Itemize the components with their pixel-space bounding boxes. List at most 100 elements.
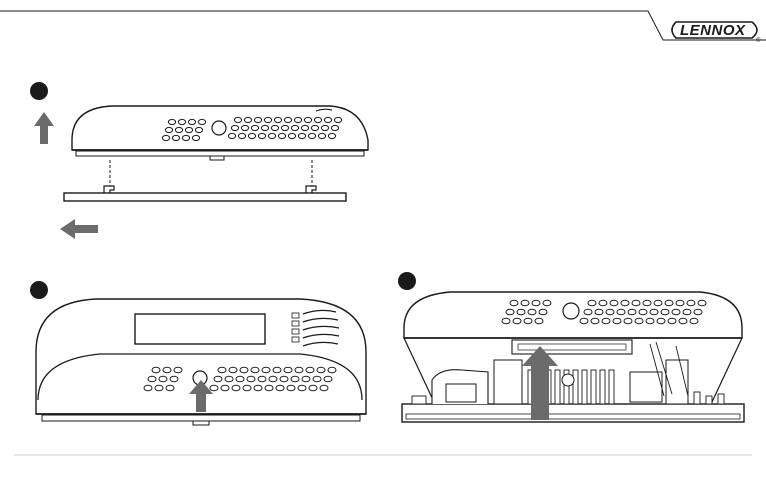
vent-hole: [584, 309, 592, 315]
vent-hole: [273, 367, 281, 373]
vent-hole: [639, 309, 647, 315]
device-base-lip: [76, 151, 364, 156]
vent-hole: [539, 309, 547, 315]
vent-hole: [262, 367, 270, 373]
vent-hole: [628, 309, 636, 315]
registered-mark: ®: [756, 37, 761, 44]
housing-hole: [563, 303, 579, 319]
vent-hole: [602, 318, 610, 324]
vent-hole: [588, 300, 596, 306]
vent-hole: [243, 385, 251, 391]
vent-hole: [231, 125, 238, 130]
vent-hole: [214, 376, 222, 382]
housing-hole: [212, 121, 226, 135]
vent-hole: [517, 309, 525, 315]
vent-hole: [170, 376, 178, 382]
vent-hole: [168, 119, 175, 124]
vent-hole: [624, 318, 632, 324]
vent-hole: [195, 127, 202, 132]
vent-hole: [632, 300, 640, 306]
vent-hole: [165, 127, 172, 132]
vent-hole: [192, 135, 199, 140]
vent-hole: [155, 385, 163, 391]
vent-hole: [198, 119, 205, 124]
vent-hole: [264, 117, 271, 122]
vent-hole: [528, 309, 536, 315]
vent-hole: [646, 318, 654, 324]
vent-hole: [654, 300, 662, 306]
vent-hole: [269, 376, 277, 382]
vent-hole: [635, 318, 643, 324]
header-rule: [0, 11, 766, 40]
front-tab: [193, 421, 209, 425]
plate-hook-right: [306, 186, 316, 193]
vent-hole: [234, 117, 241, 122]
vent-hole: [251, 125, 258, 130]
vent-hole: [240, 367, 248, 373]
step-3: [398, 272, 744, 422]
vent-hole: [144, 385, 152, 391]
vent-hole: [163, 367, 171, 373]
vent-hole: [254, 385, 262, 391]
vent-hole: [621, 300, 629, 306]
vent-hole: [535, 318, 543, 324]
vent-hole: [676, 300, 684, 306]
vent-hole: [694, 309, 702, 315]
vent-hole: [218, 367, 226, 373]
vent-hole: [280, 376, 288, 382]
vent-hole: [241, 125, 248, 130]
vent-hole: [610, 300, 618, 306]
vent-hole: [148, 376, 156, 382]
vent-hole: [650, 309, 658, 315]
vent-hole: [298, 385, 306, 391]
vent-hole: [284, 117, 291, 122]
vent-hole: [318, 133, 325, 138]
header: LENNOX ®: [0, 11, 766, 44]
vent-hole: [591, 318, 599, 324]
step-2: [30, 281, 366, 425]
vent-hole: [276, 385, 284, 391]
vent-hole: [301, 125, 308, 130]
vent-hole: [244, 117, 251, 122]
vent-hole: [288, 133, 295, 138]
vent-hole: [295, 367, 303, 373]
vent-hole: [328, 133, 335, 138]
vent-hole: [265, 385, 273, 391]
vent-hole: [313, 376, 321, 382]
vent-hole: [324, 376, 332, 382]
vent-hole: [665, 300, 673, 306]
vent-hole: [254, 117, 261, 122]
heatsink-fin: [591, 370, 596, 404]
vent-hole: [261, 125, 268, 130]
vent-hole: [152, 367, 160, 373]
vent-hole: [174, 367, 182, 373]
vent-hole: [281, 125, 288, 130]
vent-hole: [182, 135, 189, 140]
vent-hole: [513, 318, 521, 324]
vent-hole: [309, 385, 317, 391]
vent-hole: [668, 318, 676, 324]
vent-hole: [672, 309, 680, 315]
vent-hole: [524, 318, 532, 324]
vent-hole: [274, 117, 281, 122]
vent-hole: [172, 135, 179, 140]
circuit-board: [402, 340, 744, 422]
vent-hole: [311, 125, 318, 130]
up-arrow-icon: [34, 112, 54, 144]
vent-hole: [225, 376, 233, 382]
vent-hole: [251, 367, 259, 373]
vent-hole: [278, 133, 285, 138]
vent-hole: [304, 117, 311, 122]
vent-hole: [595, 309, 603, 315]
vent-hole: [247, 376, 255, 382]
vent-hole: [599, 300, 607, 306]
vent-hole: [321, 125, 328, 130]
vent-hole: [258, 376, 266, 382]
vent-hole: [698, 300, 706, 306]
vent-hole: [232, 385, 240, 391]
front-tab: [210, 156, 224, 160]
step-2-bullet: [30, 281, 48, 299]
vent-hole: [271, 125, 278, 130]
vent-hole: [302, 376, 310, 382]
